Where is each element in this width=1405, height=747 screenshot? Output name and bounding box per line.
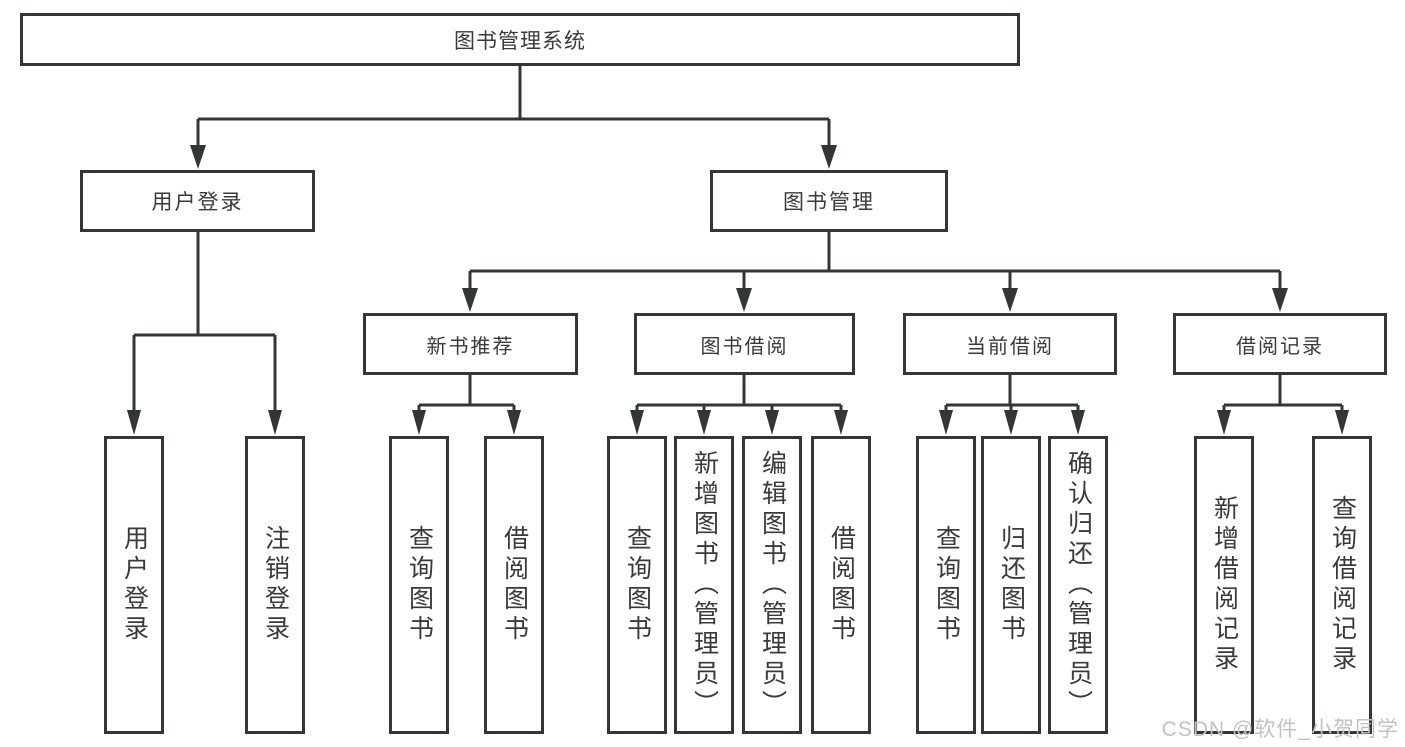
leaf-return-books: 归还图书 [981,436,1041,734]
leaf-query-borrow-record: 查询借阅记录 [1312,436,1372,734]
leaf-label: 用户登录 [120,525,149,645]
leaf-confirm-return-admin: 确认归还（管理员） [1048,436,1108,734]
node-new-book-recommendation: 新书推荐 [363,313,578,375]
leaf-add-book-admin: 新增图书（管理员） [674,436,734,734]
leaf-label: 查询借阅记录 [1328,495,1357,675]
leaf-borrow-books: 借阅图书 [811,436,871,734]
leaf-query-books-recommend: 查询图书 [389,436,449,734]
leaf-label: 查询图书 [932,525,961,645]
node-current-borrowing: 当前借阅 [903,313,1117,375]
leaf-add-borrow-record: 新增借阅记录 [1194,436,1254,734]
csdn-watermark: CSDN @软件_小贺同学 [1161,718,1399,741]
leaf-query-books-borrowing: 查询图书 [607,436,667,734]
leaf-label: 确认归还（管理员） [1064,450,1093,720]
leaf-label: 借阅图书 [500,525,529,645]
node-book-borrowing: 图书借阅 [634,313,855,375]
leaf-user-login: 用户登录 [104,436,164,734]
leaf-label: 查询图书 [623,525,652,645]
leaf-logout: 注销登录 [245,436,305,734]
node-book-management: 图书管理 [710,170,948,232]
node-borrowing-records: 借阅记录 [1173,313,1387,375]
arrowheads [127,145,1349,435]
leaf-label: 归还图书 [997,525,1026,645]
leaf-label: 新增借阅记录 [1210,495,1239,675]
node-user-login: 用户登录 [80,170,315,232]
leaf-edit-book-admin: 编辑图书（管理员） [742,436,802,734]
leaf-label: 新增图书（管理员） [690,450,719,720]
node-system-root: 图书管理系统 [20,13,1020,66]
leaf-label: 查询图书 [405,525,434,645]
leaf-label: 借阅图书 [827,525,856,645]
leaf-query-books-current: 查询图书 [916,436,976,734]
leaf-borrow-books-recommend: 借阅图书 [484,436,544,734]
leaf-label: 注销登录 [261,525,290,645]
leaf-label: 编辑图书（管理员） [758,450,787,720]
